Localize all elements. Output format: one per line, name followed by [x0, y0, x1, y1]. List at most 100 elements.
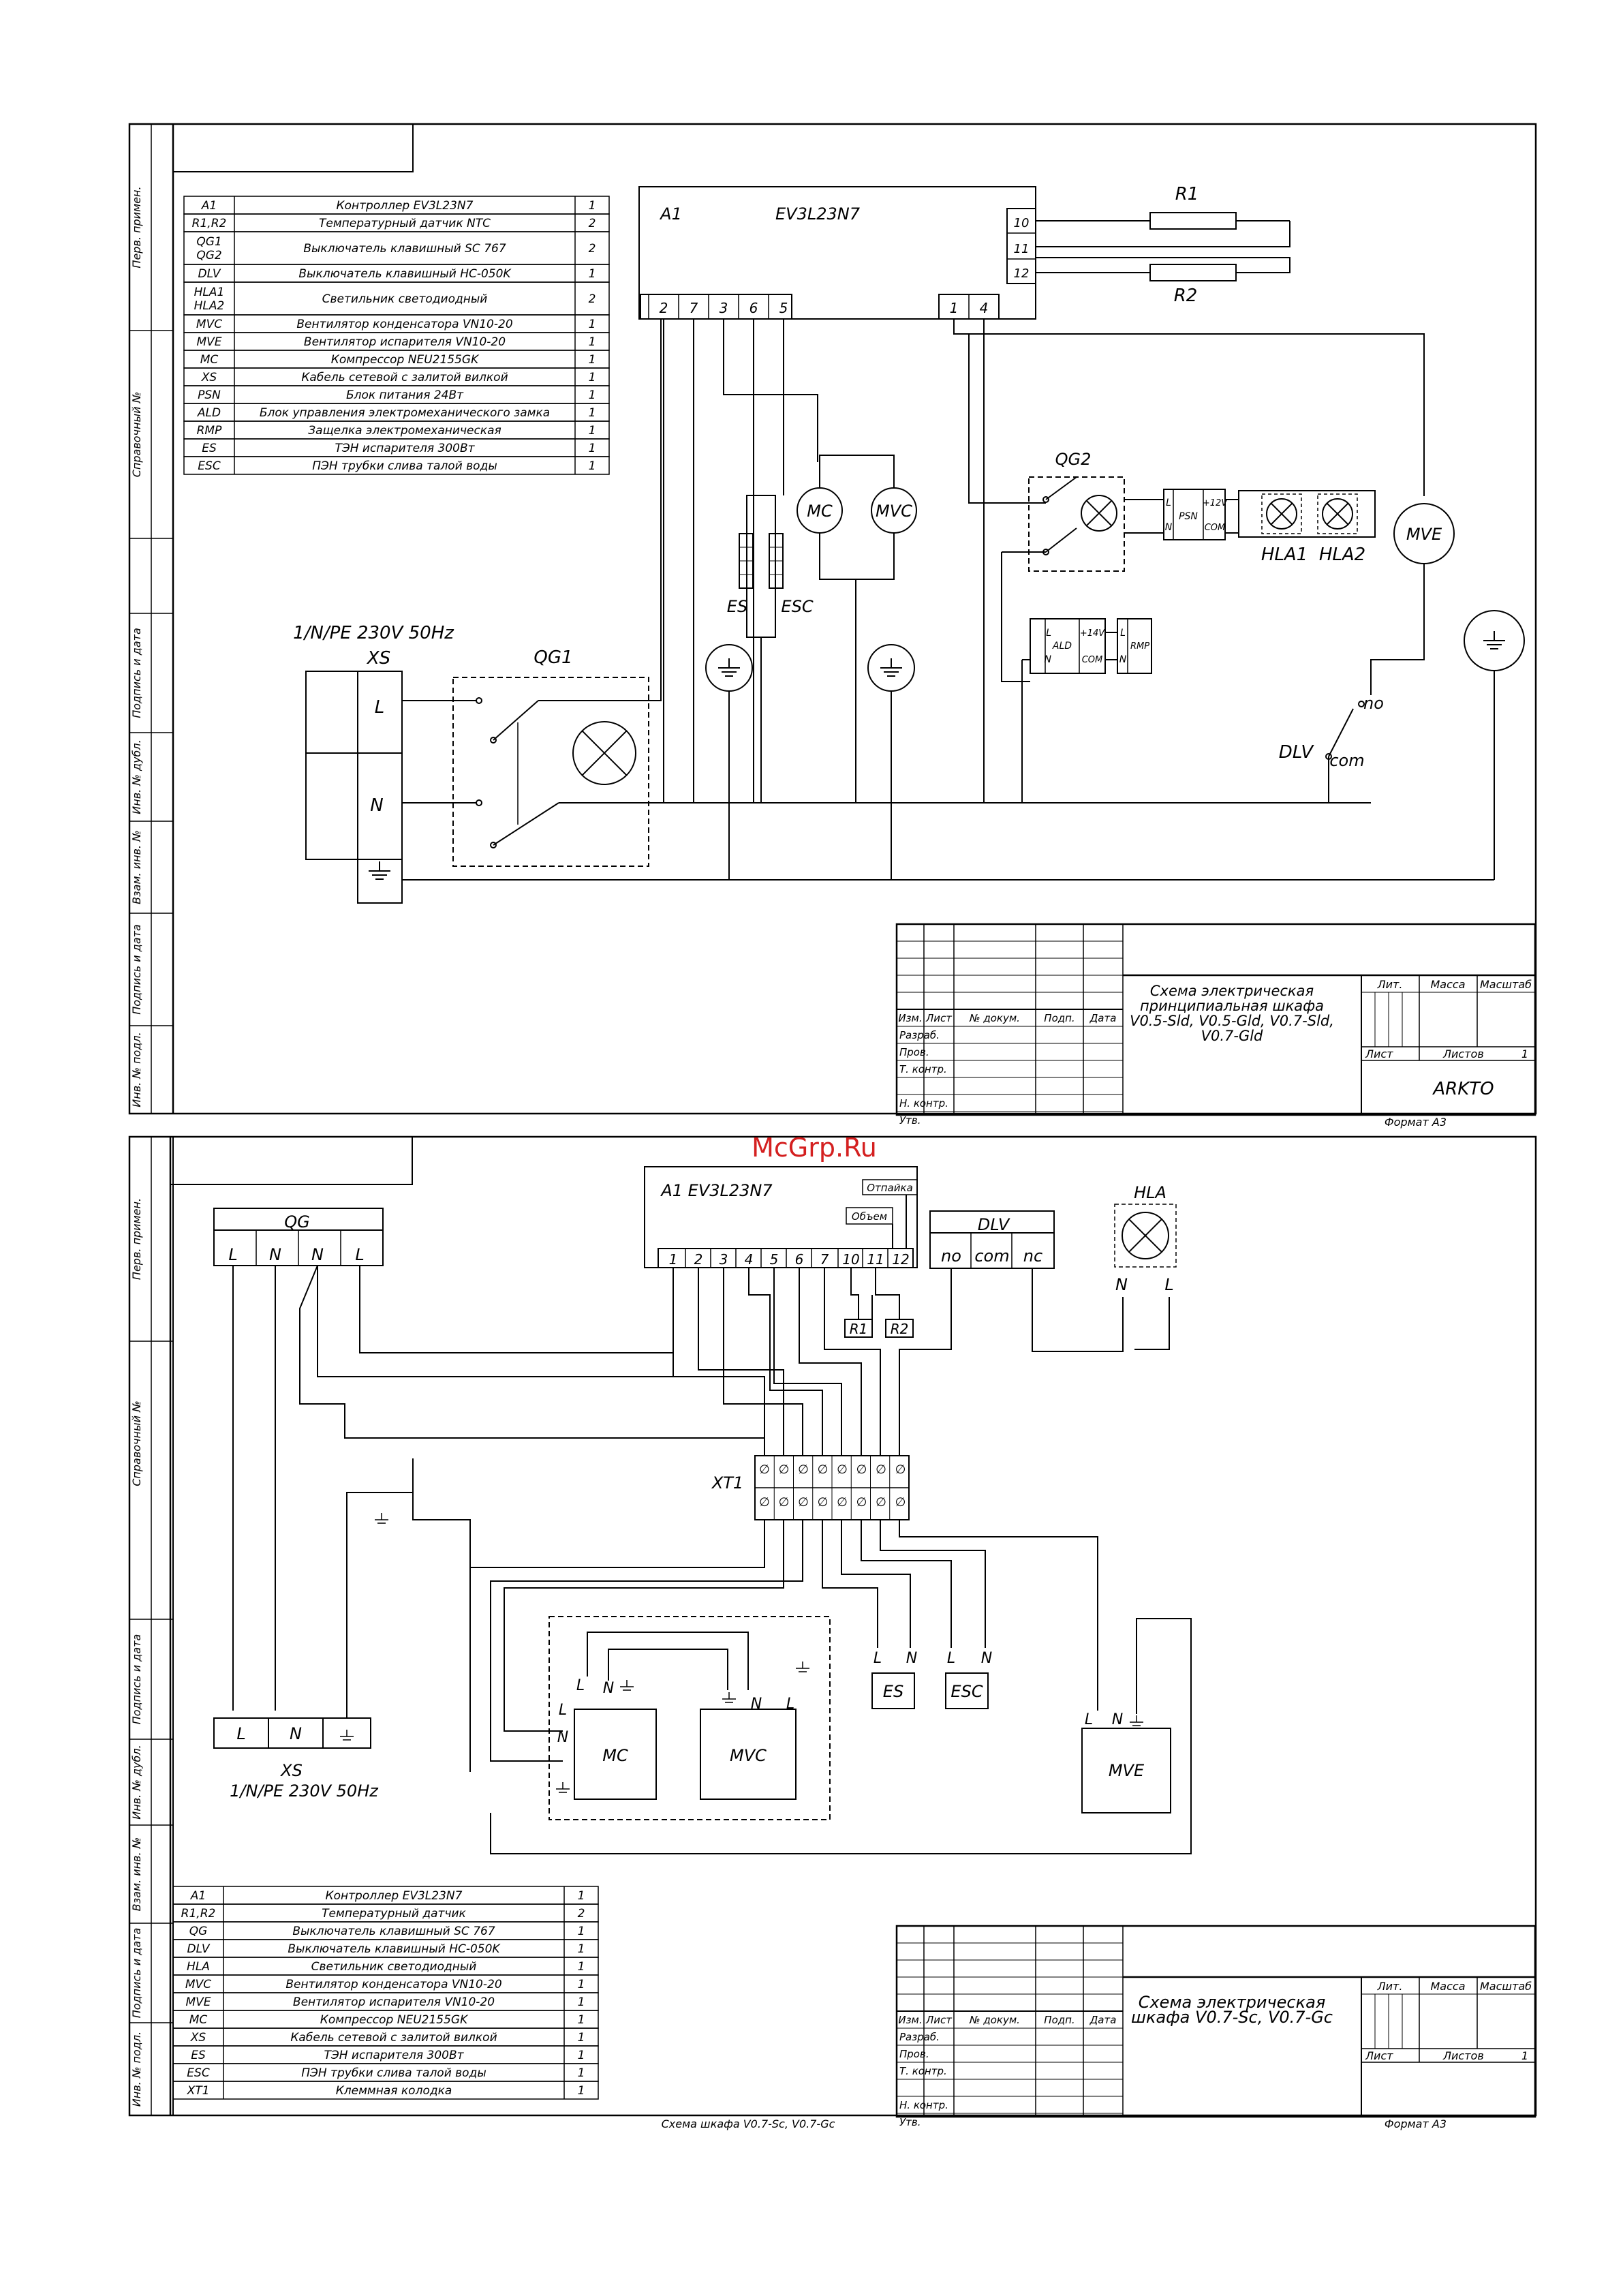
es-n: N [906, 1650, 917, 1667]
qg1-lamp [572, 721, 636, 785]
ald-com: COM [1082, 655, 1103, 665]
xt1-terminal: ∅ [818, 1463, 829, 1477]
contact [476, 799, 482, 806]
mve-label: MVE [1109, 1761, 1145, 1780]
xt1-terminal: ∅ [837, 1495, 848, 1510]
mc-mvc-enclosure [548, 1616, 831, 1820]
lamp-cross [1270, 502, 1293, 525]
a1-pin: 4 [745, 1251, 754, 1268]
dlv-label: DLV [978, 1215, 1010, 1234]
wire [841, 1520, 911, 1648]
xt1-terminal: ∅ [759, 1495, 770, 1510]
stamp-role: Пров. [899, 1046, 929, 1058]
mc-compressor [574, 1709, 657, 1800]
stamp-sheets: Листов [1442, 2049, 1484, 2062]
dlv-no: no [941, 1246, 961, 1266]
table-ref: QG1 [196, 235, 221, 249]
a1-pin: 12 [892, 1251, 909, 1268]
table-name: ТЭН испарителя 300Вт [335, 442, 475, 455]
ald-l: L [1046, 628, 1051, 639]
rmp-n: N [1119, 654, 1127, 665]
xt1-terminal: ∅ [856, 1495, 867, 1510]
psn-supply [1163, 489, 1226, 540]
a1-pin: 6 [795, 1251, 804, 1268]
stamp-mass: Масса [1430, 978, 1465, 991]
hla2-box [1317, 493, 1358, 534]
esc-n: N [981, 1650, 992, 1667]
side-label: Подпись и дата [130, 1928, 143, 2019]
table-name: Контроллер EV3L23N7 [337, 199, 474, 213]
stamp-title-line: Схема электрическая [1150, 983, 1314, 999]
power-label: 1/N/PE 230V 50Hz [230, 1781, 379, 1801]
stamp-header: № докум. [969, 1012, 1020, 1024]
table-qty: 1 [578, 1995, 585, 2009]
dlv-nc: nc [1023, 1246, 1042, 1266]
contact [490, 842, 497, 848]
table-name: ПЭН трубки слива талой воды [301, 2066, 486, 2080]
table-qty: 1 [578, 2013, 585, 2027]
xs-ground-icon [369, 861, 390, 880]
table-qty: 1 [578, 1925, 585, 1938]
ald-n: N [1045, 654, 1052, 665]
a1-pin: 3 [720, 300, 728, 316]
caption-label: Схема шкафа V0.7-Sc, V0.7-Gc [662, 2117, 835, 2130]
hla-n: N [1115, 1275, 1128, 1294]
a1-pin: 7 [690, 300, 698, 316]
table-qty: 1 [589, 371, 596, 384]
table-qty: 2 [589, 242, 596, 256]
a1-pin: 1 [669, 1251, 678, 1268]
dlv-com: com [1329, 751, 1364, 770]
side-label: Перв. примен. [130, 1198, 143, 1280]
wire [504, 1520, 784, 1732]
table-qty: 1 [578, 1889, 585, 1903]
xs-l-label: L [236, 1724, 245, 1743]
table-name: Защелка электромеханическая [308, 424, 501, 438]
mvc-ground-icon [722, 1692, 736, 1703]
table-ref: R1,R2 [181, 1907, 216, 1920]
xt1-terminal: ∅ [798, 1495, 809, 1510]
psn-com: COM [1205, 523, 1226, 533]
xs-ground-box [357, 859, 403, 904]
a1-pin: 6 [749, 300, 758, 316]
table-ref: A1 [190, 1889, 206, 1903]
stamp-title-line: V0.5-Sld, V0.5-Gld, V0.7-Sld, [1130, 1013, 1334, 1029]
table-name: Контроллер EV3L23N7 [326, 1889, 463, 1903]
stamp-sheet-num: 1 [1521, 2049, 1528, 2062]
mvc-n-term: N [751, 1696, 762, 1713]
table-name: Выключатель клавишный SC 767 [292, 1925, 495, 1938]
a1-pin-block [658, 1248, 914, 1268]
wire [490, 1618, 1192, 1854]
r2-resistor [1149, 264, 1237, 281]
table-ref: MVC [196, 318, 222, 331]
contact [476, 697, 482, 704]
table-qty: 1 [589, 267, 596, 281]
rmp-block [1117, 618, 1152, 674]
xt1-terminal: ∅ [876, 1463, 886, 1477]
xt1-terminal: ∅ [876, 1495, 886, 1510]
xs-n-label: N [290, 1724, 302, 1743]
stamp-frame [895, 1925, 1536, 2118]
table-ref: ALD [197, 406, 221, 420]
table-qty: 1 [589, 318, 596, 331]
hla1-lamp [1266, 498, 1297, 530]
table-row [183, 456, 610, 475]
xs-plug [305, 671, 358, 860]
stamp-mass: Масса [1430, 1980, 1465, 1993]
stamp-role: Т. контр. [899, 2065, 947, 2077]
table-ref: QG [189, 1925, 208, 1938]
psn-label: PSN [1179, 511, 1198, 522]
dlv-com: com [974, 1246, 1009, 1266]
table-qty: 1 [578, 1942, 585, 1956]
wire [673, 1268, 765, 1456]
side-label: Подпись и дата [130, 924, 143, 1015]
lamp-cross [1128, 1219, 1162, 1253]
power-label: 1/N/PE 230V 50Hz [293, 623, 454, 643]
xt1-terminal: ∅ [856, 1463, 867, 1477]
r1-label: R1 [850, 1321, 868, 1337]
contact [1358, 701, 1365, 707]
xt1-label: XT1 [711, 1473, 743, 1493]
obem-label: Объем [852, 1210, 887, 1223]
switch-blade [1045, 527, 1077, 553]
side-label: Справочный № [130, 1400, 143, 1486]
stamp-frame [895, 923, 1536, 1116]
